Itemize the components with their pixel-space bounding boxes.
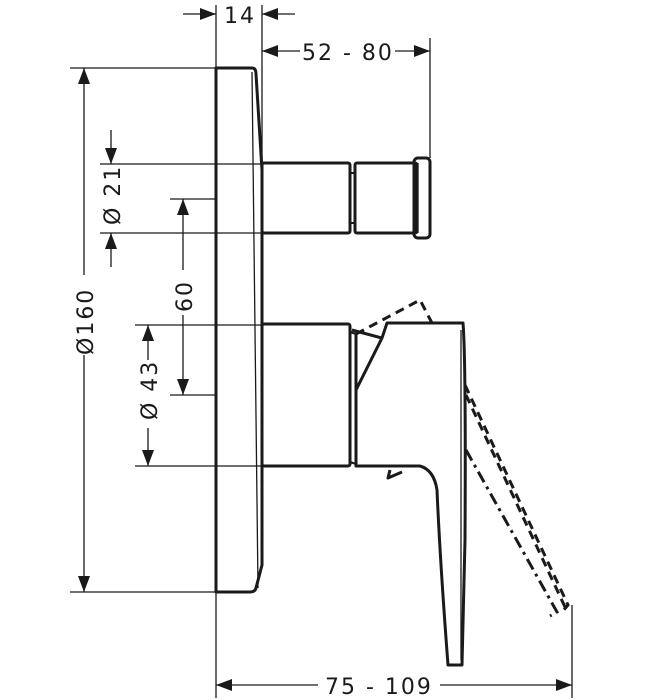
dimension-diverter-projection: 52 - 80 (262, 41, 430, 66)
dimension-lever-base-diameter: Ø 43 (138, 325, 163, 466)
dimension-total-projection: 75 - 109 (216, 675, 572, 700)
dim-label-lever-base-diameter: Ø 43 (138, 360, 163, 420)
wall-plate (214, 66, 264, 594)
dimension-diverter-diameter: Ø 21 (101, 130, 126, 267)
lever-base (260, 322, 358, 468)
lever-handle (351, 321, 467, 667)
dimension-plate-depth: 14 (183, 4, 295, 29)
extension-lines (70, 5, 573, 698)
dim-label-axis-distance: 60 (173, 280, 198, 312)
dimension-plate-diameter: Ø160 (74, 68, 99, 592)
dim-label-diverter-projection: 52 - 80 (302, 41, 394, 66)
dim-label-plate-diameter: Ø160 (74, 288, 99, 355)
dim-label-diverter-diameter: Ø 21 (101, 165, 126, 225)
dim-label-plate-depth: 14 (224, 4, 256, 29)
diverter-knob (260, 156, 432, 240)
dimension-axis-distance: 60 (173, 199, 198, 395)
dim-label-total-projection: 75 - 109 (325, 675, 433, 700)
lever-alternate-positions (355, 297, 570, 618)
